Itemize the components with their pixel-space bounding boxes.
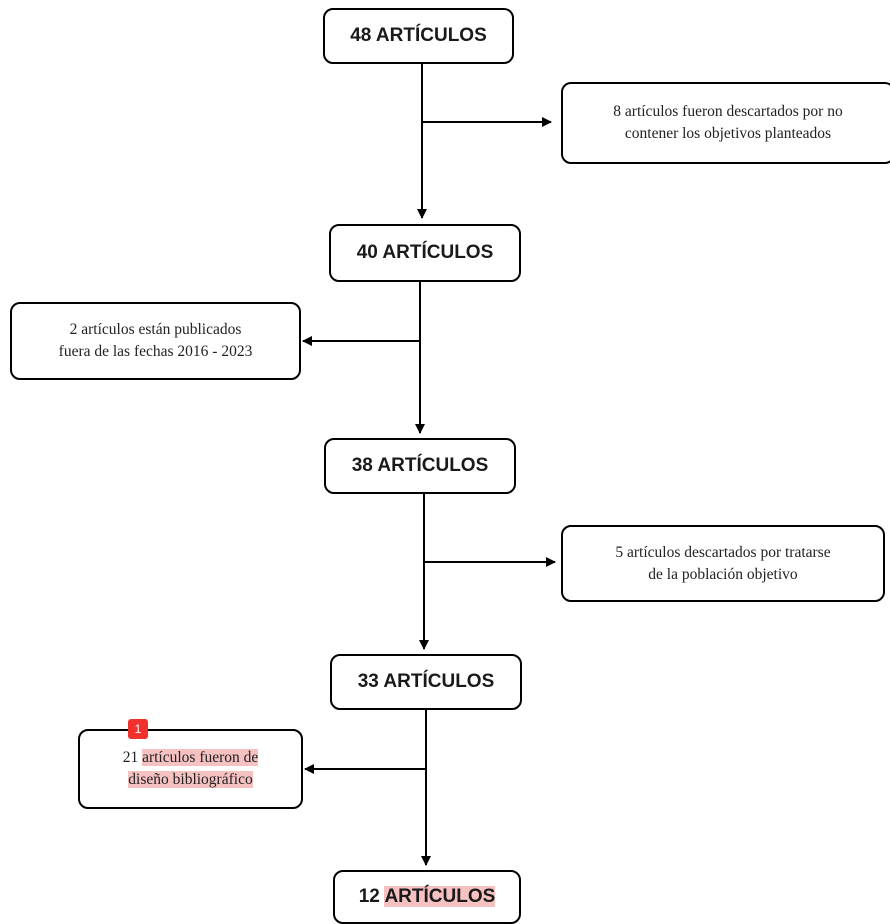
- box-48-articulos: 48 ARTÍCULOS: [323, 8, 514, 64]
- exclusion-2-line-1: 2 artículos están publicados: [69, 321, 242, 338]
- exclusion-1-line-2: contener los objetivos planteados: [624, 125, 832, 142]
- exclusion-3-line-1: 5 artículos descartados por tratarse: [615, 543, 831, 561]
- box-12-word: ARTÍCULOS: [384, 886, 496, 907]
- box-12-articulos: 12 ARTÍCULOS: [333, 870, 521, 924]
- box-38-articulos: 38 ARTÍCULOS: [324, 438, 516, 494]
- exclusion-box-3: 5 artículos descartados por tratarse de …: [561, 525, 885, 602]
- exclusion-box-4: 21 artículos fueron de diseño bibliográf…: [78, 729, 303, 809]
- box-33-articulos: 33 ARTÍCULOS: [330, 654, 522, 710]
- exclusion-4-line-2: diseño bibliográfico: [123, 769, 259, 791]
- exclusion-1-line-1: 8 artículos fueron descartados por no: [613, 103, 843, 120]
- box-12-number: 12: [358, 886, 380, 907]
- box-12-label: 12 ARTÍCULOS: [359, 886, 496, 908]
- box-38-label: 38 ARTÍCULOS: [351, 455, 489, 476]
- box-48-label: 48 ARTÍCULOS: [350, 25, 487, 46]
- box-33-label: 33 ARTÍCULOS: [357, 671, 495, 692]
- exclusion-4-line-1: 21 artículos fueron de: [123, 747, 259, 769]
- exclusion-box-2: 2 artículos están publicados fuera de la…: [10, 302, 301, 380]
- exclusion-4-number: 21: [122, 749, 139, 766]
- exclusion-2-line-2: fuera de las fechas 2016 - 2023: [58, 343, 253, 360]
- exclusion-box-1: 8 artículos fueron descartados por no co…: [561, 82, 890, 164]
- exclusion-4-highlight-1: artículos fueron de: [142, 749, 259, 766]
- annotation-badge[interactable]: 1: [128, 719, 148, 739]
- box-40-label: 40 ARTÍCULOS: [356, 242, 494, 263]
- exclusion-3-line-2: de la población objetivo: [648, 565, 798, 583]
- exclusion-4-highlight-2: diseño bibliográfico: [128, 771, 253, 788]
- box-40-articulos: 40 ARTÍCULOS: [329, 224, 521, 282]
